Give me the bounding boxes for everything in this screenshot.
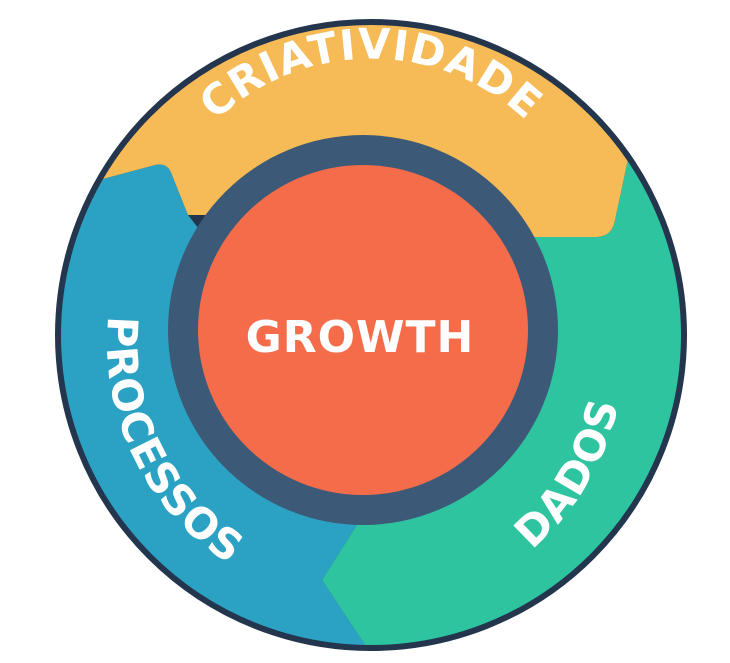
outer-outline bbox=[55, 19, 687, 651]
center-label: GROWTH bbox=[246, 312, 475, 363]
center-circle bbox=[198, 165, 528, 495]
